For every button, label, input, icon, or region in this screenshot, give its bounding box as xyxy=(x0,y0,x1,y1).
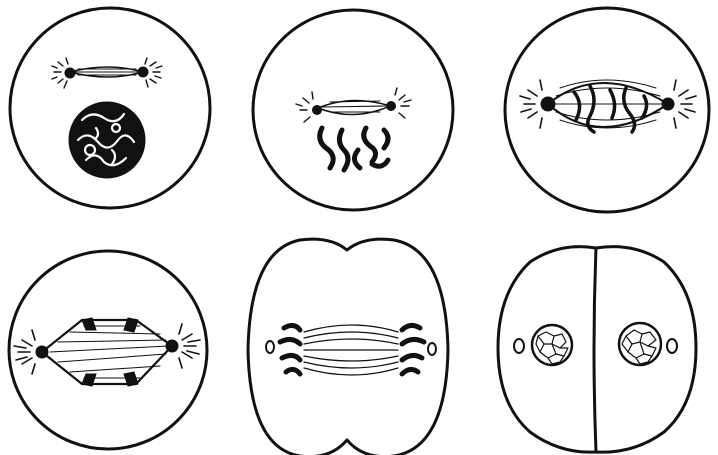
centrosome-pair xyxy=(52,58,162,88)
panel-4 xyxy=(9,251,207,449)
cell-outline xyxy=(253,10,453,210)
cell-outline xyxy=(498,247,696,453)
daughter-nucleus-right xyxy=(619,323,677,365)
centrioles xyxy=(266,341,436,355)
chromosomes-right xyxy=(402,325,424,374)
chromosomes-left xyxy=(280,325,300,374)
cell-outline xyxy=(505,8,709,212)
spindle xyxy=(14,318,200,386)
daughter-nucleus-left xyxy=(514,325,572,365)
spindle-fibers xyxy=(304,325,398,375)
panel-5 xyxy=(248,239,448,455)
cell-outline xyxy=(248,239,448,455)
spindle xyxy=(520,80,696,128)
panel-3 xyxy=(505,8,709,212)
panel-1 xyxy=(10,8,210,208)
cleavage-line xyxy=(594,248,596,452)
spindle xyxy=(296,88,411,122)
panel-2 xyxy=(253,10,453,210)
panel-6 xyxy=(498,247,696,453)
chromosomes xyxy=(320,128,388,170)
nucleus xyxy=(69,102,145,178)
